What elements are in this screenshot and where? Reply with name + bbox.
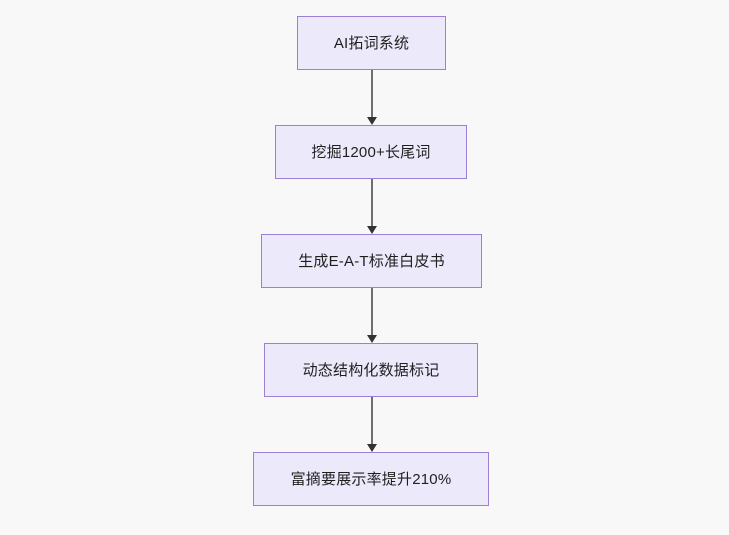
- connector-line: [371, 288, 373, 335]
- flowchart-node-label: 动态结构化数据标记: [302, 361, 440, 379]
- arrowhead-icon: [367, 226, 377, 234]
- connector-line: [371, 179, 373, 226]
- flowchart-node-label: 挖掘1200+长尾词: [311, 143, 431, 161]
- arrowhead-icon: [367, 444, 377, 452]
- flowchart-node-2[interactable]: 挖掘1200+长尾词: [275, 125, 467, 179]
- flowchart-node-1[interactable]: AI拓词系统: [297, 16, 446, 70]
- connector-arrow-3: [365, 288, 379, 343]
- flowchart-node-5[interactable]: 富摘要展示率提升210%: [253, 452, 489, 506]
- connector-arrow-4: [365, 397, 379, 452]
- connector-arrow-1: [365, 70, 379, 125]
- flowchart-node-label: 富摘要展示率提升210%: [290, 470, 452, 488]
- connector-line: [371, 70, 373, 117]
- flowchart-node-3[interactable]: 生成E-A-T标准白皮书: [261, 234, 482, 288]
- arrowhead-icon: [367, 117, 377, 125]
- connector-line: [371, 397, 373, 444]
- flowchart-node-label: AI拓词系统: [333, 34, 410, 52]
- connector-arrow-2: [365, 179, 379, 234]
- arrowhead-icon: [367, 335, 377, 343]
- flowchart-node-label: 生成E-A-T标准白皮书: [298, 252, 445, 270]
- flowchart-node-4[interactable]: 动态结构化数据标记: [264, 343, 478, 397]
